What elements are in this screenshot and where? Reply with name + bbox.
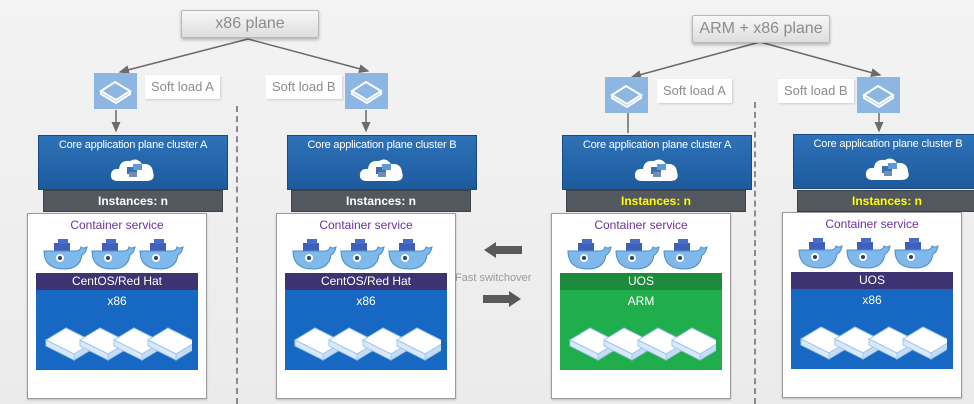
hardware-label: x86	[356, 294, 376, 308]
hardware-label: x86	[862, 293, 882, 307]
docker-whale-icon	[843, 232, 893, 277]
arrow-arm-to-softload-a	[630, 41, 761, 79]
divider-left-plane	[236, 106, 238, 404]
core-application-cluster: Core application plane cluster B	[287, 135, 477, 190]
container-service-frame: Container service CentOS/Red Hat x86	[276, 213, 456, 399]
x86-plane-title: x86 plane	[181, 10, 319, 38]
container-icons	[289, 233, 449, 273]
cluster-title: Core application plane cluster A	[58, 139, 208, 151]
soft-load-a-label: Soft load A	[145, 75, 220, 99]
docker-whale-icon	[891, 232, 941, 277]
instances-count: Instances: n	[43, 190, 223, 212]
core-application-cluster: Core application plane cluster A	[562, 135, 752, 190]
container-service-label: Container service	[825, 217, 919, 231]
docker-whale-icon	[136, 233, 186, 278]
soft-load-b-label: Soft load B	[266, 75, 342, 99]
container-service-frame: Container service UOS ARM	[551, 213, 731, 399]
load-balancer-icon	[345, 73, 388, 109]
docker-whale-icon	[795, 232, 845, 277]
container-service-frame: Container service UOS x86	[782, 212, 962, 398]
docker-whale-icon	[337, 233, 387, 278]
instances-count: Instances: n	[797, 190, 974, 212]
container-service-label: Container service	[319, 218, 413, 232]
load-balancer-icon	[605, 77, 648, 113]
arrow-x86-to-softload-b	[247, 38, 370, 74]
operating-system-label: UOS	[791, 272, 953, 289]
switchover-arrow-right	[483, 291, 521, 307]
docker-whale-icon	[385, 233, 435, 278]
arrow-arm-to-softload-b	[759, 41, 882, 77]
core-application-cluster: Core application plane cluster A	[38, 135, 228, 190]
cluster-title: Core application plane cluster A	[582, 139, 732, 151]
core-application-cluster: Core application plane cluster B	[793, 134, 974, 189]
hardware-layer: x86	[36, 290, 198, 370]
operating-system-label: CentOS/Red Hat	[285, 273, 447, 290]
switchover-arrow-left	[484, 242, 522, 258]
fast-switchover-label: Fast switchover	[455, 272, 532, 284]
arm-x86-plane-title: ARM + x86 plane	[692, 15, 830, 43]
container-service-frame: Container service CentOS/Red Hat x86	[27, 213, 207, 399]
soft-load-b-label: Soft load B	[778, 79, 854, 103]
hardware-layer: ARM	[560, 290, 722, 370]
container-service-label: Container service	[594, 218, 688, 232]
docker-whale-icon	[564, 233, 614, 278]
load-balancer-icon	[94, 73, 137, 109]
cluster-title: Core application plane cluster B	[307, 139, 457, 151]
hardware-label: ARM	[627, 294, 655, 308]
hardware-layer: x86	[285, 290, 447, 370]
docker-whale-icon	[88, 233, 138, 278]
docker-whale-icon	[612, 233, 662, 278]
container-icons	[795, 232, 955, 272]
docker-whale-icon	[289, 233, 339, 278]
soft-load-a-label: Soft load A	[657, 79, 732, 103]
container-icons	[564, 233, 724, 273]
operating-system-label: CentOS/Red Hat	[36, 273, 198, 290]
cluster-title: Core application plane cluster B	[813, 138, 963, 150]
container-service-label: Container service	[70, 218, 164, 232]
container-icons	[40, 233, 200, 273]
docker-whale-icon	[660, 233, 710, 278]
load-balancer-icon	[857, 77, 900, 113]
divider-right-plane	[754, 102, 756, 404]
docker-whale-icon	[40, 233, 90, 278]
operating-system-label: UOS	[560, 273, 722, 290]
hardware-layer: x86	[791, 289, 953, 369]
instances-count: Instances: n	[291, 190, 471, 212]
instances-count: Instances: n	[566, 190, 746, 212]
arrow-x86-to-softload-a	[118, 38, 249, 75]
hardware-label: x86	[107, 294, 127, 308]
